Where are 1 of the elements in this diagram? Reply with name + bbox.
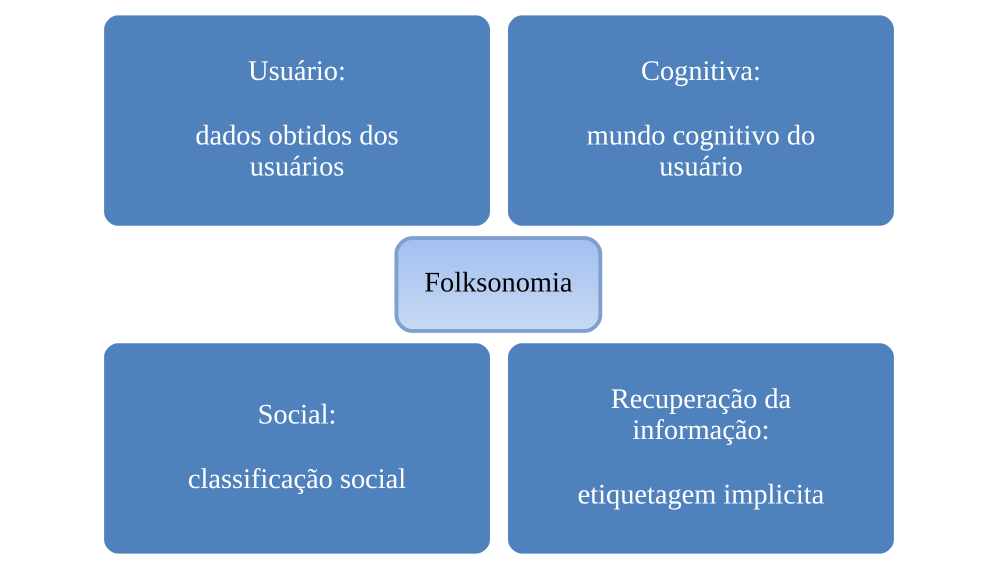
node-box: Folksonomia	[394, 236, 602, 333]
